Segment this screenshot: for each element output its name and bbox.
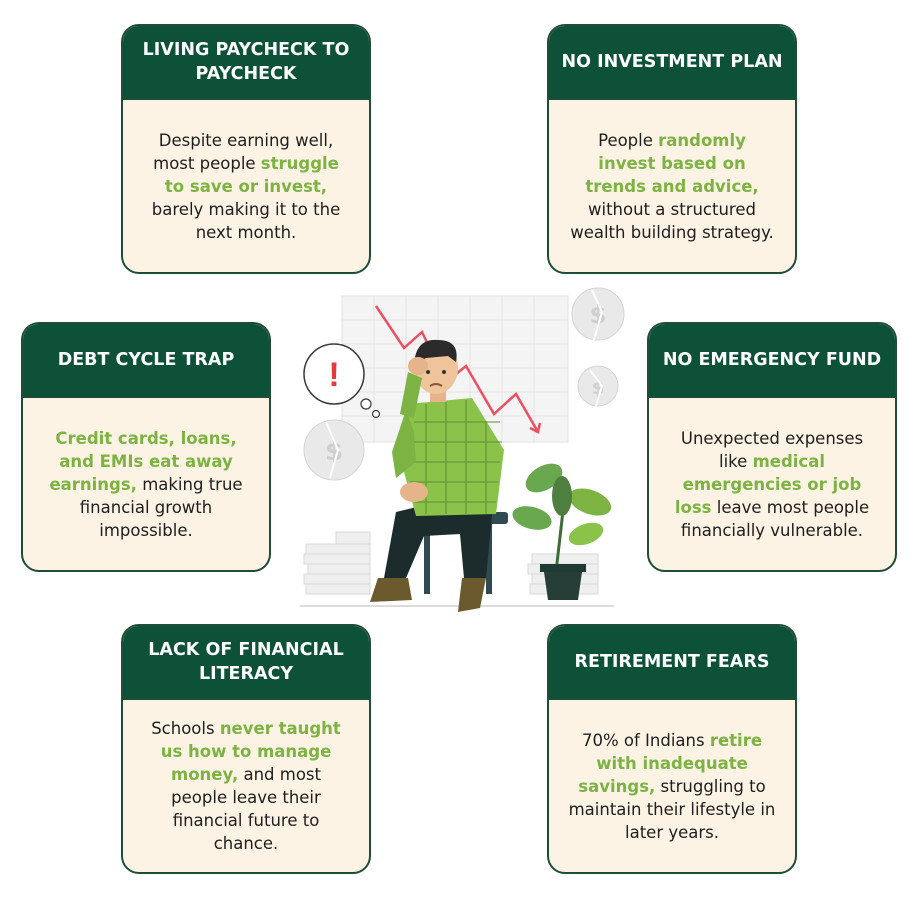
card-text: without a structured wealth building str… bbox=[570, 199, 774, 242]
card-title: NO EMERGENCY FUND bbox=[649, 324, 895, 398]
card-text: Despite earning well, most people bbox=[153, 130, 334, 173]
broken-coin-icon bbox=[303, 287, 625, 481]
card-text: and most people leave their financial fu… bbox=[171, 765, 321, 853]
card-highlight: randomly invest based on trends and advi… bbox=[585, 130, 759, 196]
card-title: RETIREMENT FEARS bbox=[549, 626, 795, 700]
stressed-man-illustration: ! $ $ $ bbox=[300, 287, 625, 612]
card-highlight: never taught us how to manage money, bbox=[160, 719, 341, 784]
card-description: People randomly invest based on trends a… bbox=[549, 100, 795, 272]
card-no-investment-plan: NO INVESTMENT PLAN People randomly inves… bbox=[547, 24, 797, 274]
card-text: Schools bbox=[151, 719, 220, 738]
card-highlight: Credit cards, loans, and EMIs eat away e… bbox=[49, 428, 237, 494]
card-text: Unexpected expenses like bbox=[680, 428, 864, 471]
card-retirement-fears: RETIREMENT FEARS 70% of Indians retire w… bbox=[547, 624, 797, 874]
coin-symbol: $ bbox=[590, 301, 607, 329]
card-text: making true financial growth impossible. bbox=[79, 474, 243, 540]
card-debt-cycle: DEBT CYCLE TRAP Credit cards, loans, and… bbox=[21, 322, 271, 572]
potted-plant-icon bbox=[512, 463, 612, 600]
card-description: 70% of Indians retire with inadequate sa… bbox=[549, 700, 795, 872]
card-text: People bbox=[598, 130, 659, 150]
coin-symbol: $ bbox=[325, 437, 343, 467]
card-description: Schools never taught us how to manage mo… bbox=[123, 700, 369, 872]
card-highlight: retire with inadequate savings, bbox=[578, 730, 763, 796]
card-living-paycheck: LIVING PAYCHECK TO PAYCHECK Despite earn… bbox=[121, 24, 371, 274]
card-text: leave most people financially vulnerable… bbox=[680, 497, 870, 540]
card-title: LACK OF FINANCIAL LITERACY bbox=[123, 626, 369, 700]
card-description: Credit cards, loans, and EMIs eat away e… bbox=[23, 398, 269, 570]
card-title: DEBT CYCLE TRAP bbox=[23, 324, 269, 398]
card-description: Unexpected expenses like medical emergen… bbox=[649, 398, 895, 570]
card-highlight: struggle to save or invest, bbox=[164, 153, 339, 196]
stressed-man-icon bbox=[370, 339, 508, 612]
thought-bubble-icon: ! bbox=[303, 343, 381, 419]
exclamation-icon: ! bbox=[328, 356, 339, 394]
card-text: struggling to maintain their lifestyle i… bbox=[568, 776, 776, 842]
card-title: NO INVESTMENT PLAN bbox=[549, 26, 795, 100]
card-text: 70% of Indians bbox=[581, 730, 710, 750]
card-highlight: medical emergencies or job loss bbox=[674, 451, 862, 517]
card-text: barely making it to the next month. bbox=[151, 199, 341, 242]
card-description: Despite earning well, most people strugg… bbox=[123, 100, 369, 272]
card-no-emergency-fund: NO EMERGENCY FUND Unexpected expenses li… bbox=[647, 322, 897, 572]
card-title: LIVING PAYCHECK TO PAYCHECK bbox=[123, 26, 369, 100]
card-financial-literacy: LACK OF FINANCIAL LITERACY Schools never… bbox=[121, 624, 371, 874]
